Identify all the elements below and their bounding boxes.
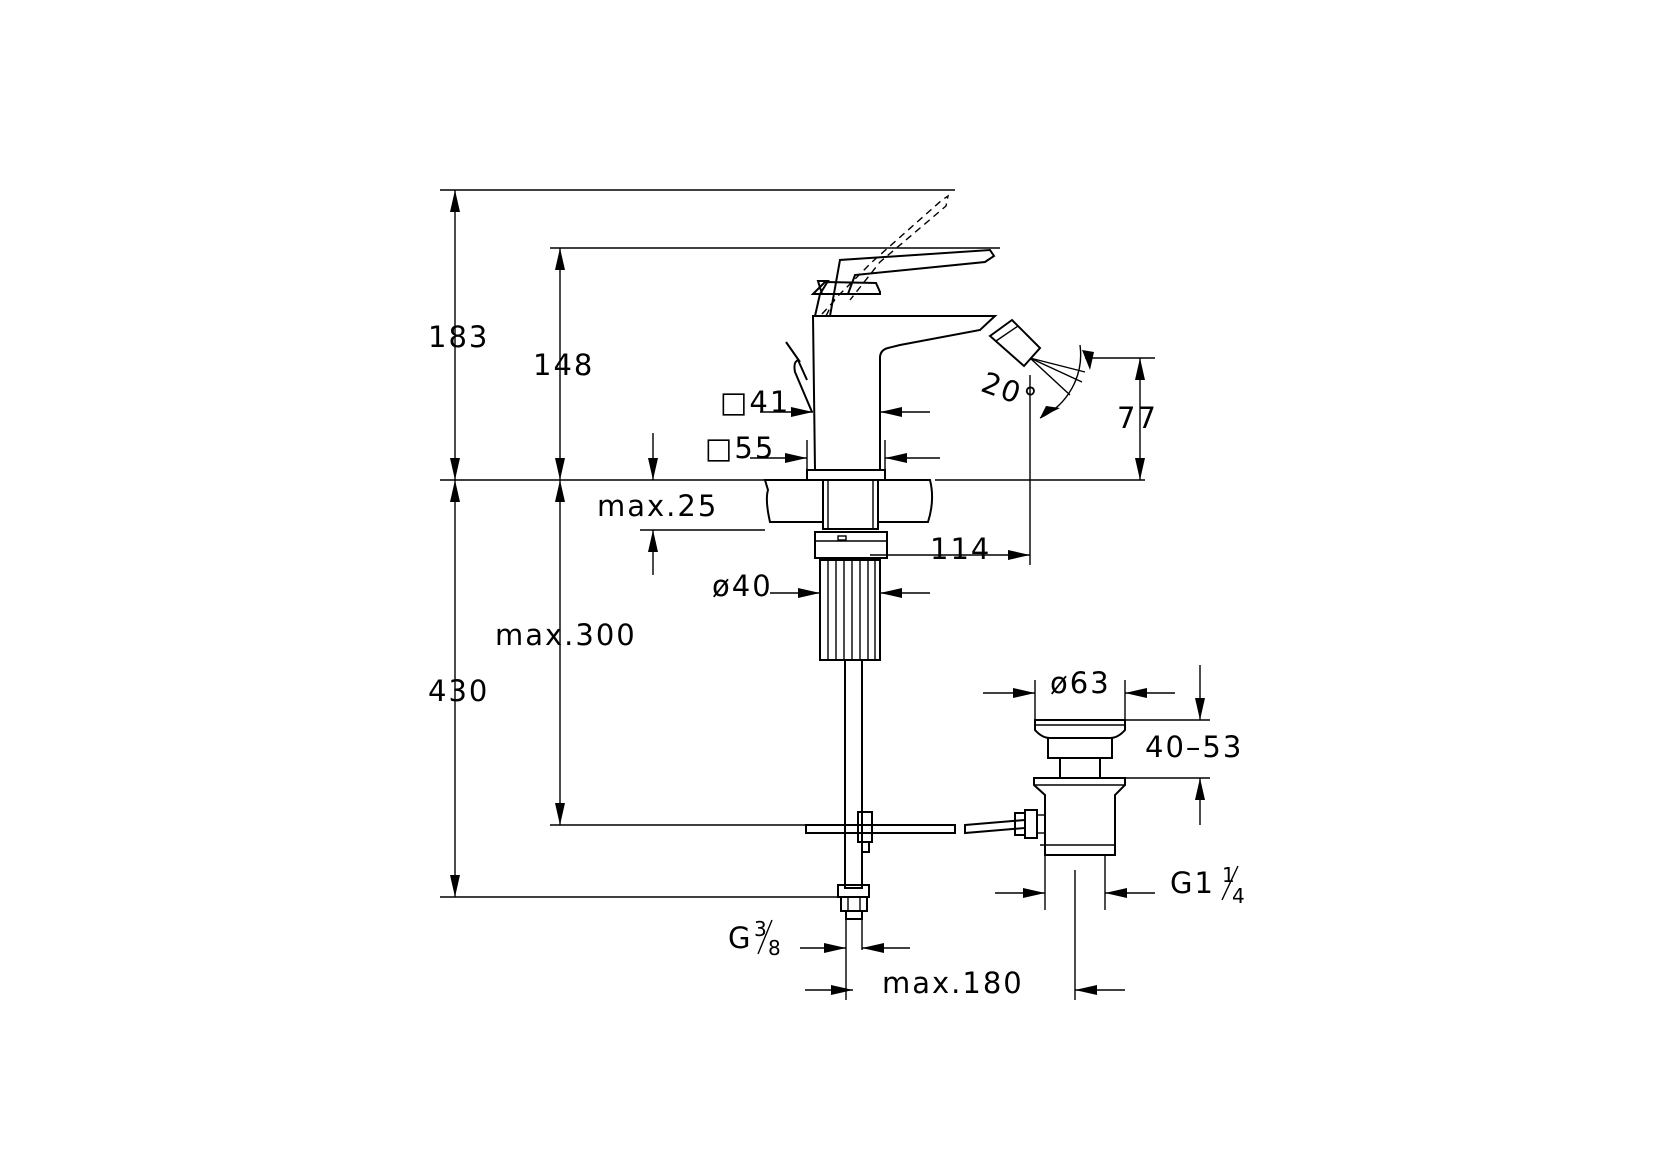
label-shank-diameter: ø40 (712, 569, 773, 603)
waste-fitting (1014, 719, 1126, 856)
label-waste-diameter: ø63 (1050, 666, 1111, 700)
label-77: 77 (1117, 401, 1158, 435)
label-max-180: max.180 (882, 966, 1024, 1000)
label-183: 183 (428, 320, 489, 354)
shank-ribs (827, 560, 876, 660)
label-body-square: □41 (720, 385, 790, 419)
dimension-labels: 183 148 □41 □55 20° 77 max.25 114 ø40 ma… (428, 320, 1245, 1000)
label-waste-thread-den: 4 (1232, 884, 1245, 908)
label-base-square: □55 (705, 431, 775, 465)
label-40-53: 40–53 (1145, 730, 1243, 764)
deck-section (763, 479, 934, 661)
label-inlet-thread-den: 8 (768, 936, 781, 960)
label-max-25: max.25 (597, 489, 718, 523)
flexible-hose (837, 659, 870, 920)
label-inlet-thread-num: 3 (754, 917, 767, 941)
mixer-body (785, 194, 1086, 481)
pop-up-linkage (805, 811, 1026, 853)
label-430: 430 (428, 674, 489, 708)
label-114: 114 (930, 532, 991, 566)
label-148: 148 (533, 348, 594, 382)
label-spray-angle: 20° (977, 365, 1043, 417)
dimension-lines (440, 189, 1210, 1000)
label-max-300: max.300 (495, 618, 637, 652)
bidet-nozzle (988, 318, 1086, 396)
label-waste-thread: G1 (1170, 866, 1215, 900)
label-inlet-thread: G (728, 921, 752, 955)
